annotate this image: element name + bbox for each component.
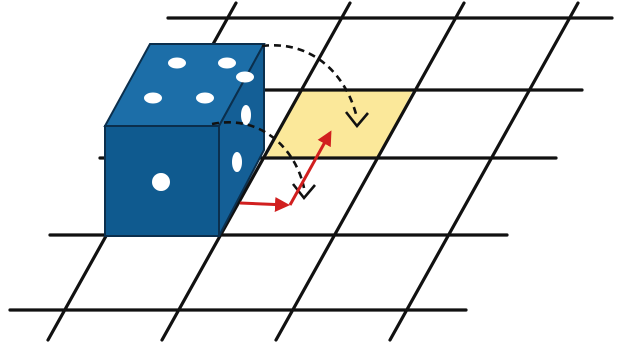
pip bbox=[236, 71, 254, 83]
red-arrow-diagonal bbox=[288, 130, 332, 206]
grid-line-s4 bbox=[388, 1, 580, 342]
pip bbox=[218, 57, 236, 69]
pip bbox=[168, 57, 186, 69]
curved-arrow-near bbox=[211, 121, 306, 189]
red-arrow-right bbox=[239, 196, 290, 212]
grid-line-s2 bbox=[160, 1, 352, 342]
target-cell bbox=[266, 90, 413, 158]
pip bbox=[144, 92, 162, 104]
grid-horizontal-lines bbox=[8, 16, 614, 312]
curved-arrow-far bbox=[261, 43, 359, 119]
pip bbox=[196, 92, 214, 104]
pip bbox=[232, 152, 242, 172]
pip bbox=[241, 105, 251, 125]
die-side-pips bbox=[232, 105, 251, 172]
red-arrows bbox=[239, 130, 332, 212]
curved-arrow-near-head bbox=[291, 183, 316, 201]
die bbox=[103, 43, 266, 237]
grid-line-s3 bbox=[274, 1, 466, 342]
die-front-pips bbox=[152, 173, 170, 191]
curved-arrow-far-head bbox=[344, 111, 369, 129]
pip bbox=[152, 173, 170, 191]
die-top-pips bbox=[144, 57, 254, 104]
curved-arrows bbox=[211, 43, 369, 201]
